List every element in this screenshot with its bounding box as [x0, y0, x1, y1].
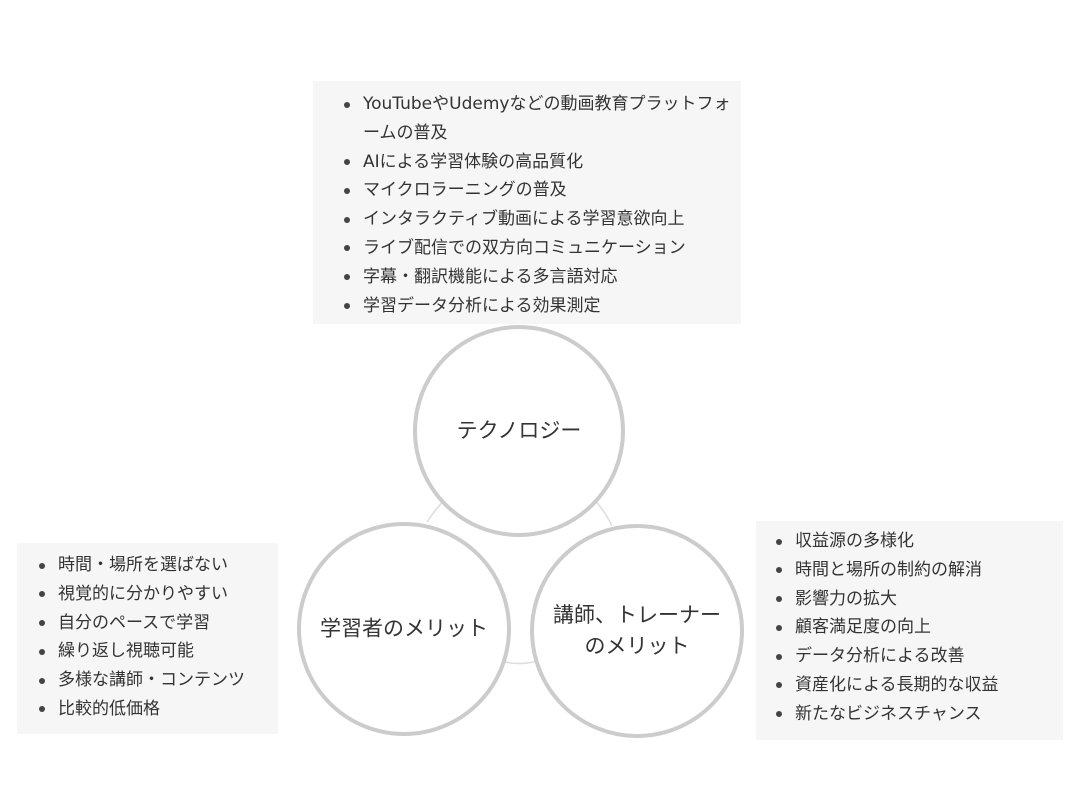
list-item: インタラクティブ動画による学習意欲向上	[340, 205, 731, 234]
list-item: ライブ配信での双方向コミュニケーション	[340, 234, 731, 263]
list-item: 比較的低価格	[35, 695, 278, 724]
technology-list: YouTubeやUdemyなどの動画教育プラットフォームの普及 AIによる学習体…	[340, 90, 731, 320]
learner-node-line-1: 学習者のメリット	[320, 616, 488, 641]
list-item: 自分のペースで学習	[35, 609, 278, 638]
list-item: マイクロラーニングの普及	[340, 176, 731, 205]
list-item: 収益源の多様化	[772, 527, 1063, 556]
list-item: 時間と場所の制約の解消	[772, 556, 1063, 585]
learner-benefits-panel: 時間・場所を選ばない 視覚的に分かりやすい 自分のペースで学習 繰り返し視聴可能…	[17, 543, 278, 734]
list-item: YouTubeやUdemyなどの動画教育プラットフォームの普及	[340, 90, 731, 148]
list-item: 資産化による長期的な収益	[772, 671, 1063, 700]
technology-node-label: テクノロジー	[457, 416, 582, 447]
list-item: 顧客満足度の向上	[772, 613, 1063, 642]
trainer-node-line-2: のメリット	[584, 634, 690, 658]
technology-node-line-1: テクノロジー	[456, 418, 582, 443]
trainer-benefits-list: 収益源の多様化 時間と場所の制約の解消 影響力の拡大 顧客満足度の向上 データ分…	[772, 527, 1063, 729]
learner-node-circle	[297, 522, 511, 736]
list-item: 多様な講師・コンテンツ	[35, 666, 278, 695]
list-item: 視覚的に分かりやすい	[35, 580, 278, 609]
list-item: 学習データ分析による効果測定	[340, 292, 731, 321]
learner-benefits-node-label: 学習者のメリット	[320, 614, 488, 645]
list-item: データ分析による改善	[772, 642, 1063, 671]
learner-benefits-list: 時間・場所を選ばない 視覚的に分かりやすい 自分のペースで学習 繰り返し視聴可能…	[35, 551, 278, 724]
trainer-node-line-1: 講師、トレーナー	[553, 603, 721, 627]
list-item: 時間・場所を選ばない	[35, 551, 278, 580]
list-item: 繰り返し視聴可能	[35, 637, 278, 666]
trainer-benefits-node-label: 講師、トレーナー のメリット	[553, 600, 721, 662]
technology-details-panel: YouTubeやUdemyなどの動画教育プラットフォームの普及 AIによる学習体…	[313, 81, 741, 324]
list-item: 新たなビジネスチャンス	[772, 700, 1063, 729]
list-item: 字幕・翻訳機能による多言語対応	[340, 263, 731, 292]
technology-node-circle	[413, 325, 625, 537]
trainer-benefits-panel: 収益源の多様化 時間と場所の制約の解消 影響力の拡大 顧客満足度の向上 データ分…	[756, 521, 1063, 740]
trainer-node-circle	[530, 524, 744, 738]
list-item: AIによる学習体験の高品質化	[340, 148, 731, 177]
list-item: 影響力の拡大	[772, 585, 1063, 614]
circle-nodes	[297, 325, 744, 738]
